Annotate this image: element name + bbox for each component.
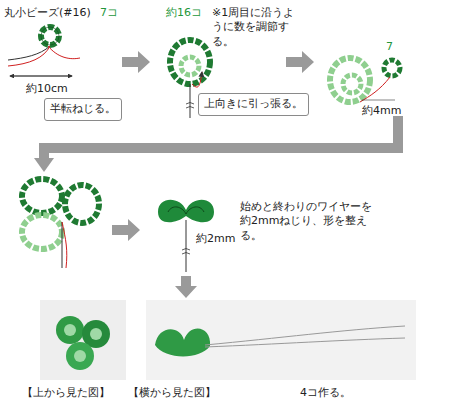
label: 約10cm (26, 82, 68, 96)
note-box: 上向きに引っ張る。 (198, 93, 309, 116)
label: 【上から見た図】 (22, 386, 110, 400)
step4-figure (22, 179, 99, 268)
label: 約4mm (362, 104, 401, 118)
label: 丸小ビーズ(#16) (4, 6, 91, 20)
label: 約16コ (166, 6, 202, 20)
box-text: 上向きに引っ張る。 (204, 97, 303, 111)
label: ※1周目に沿うように数を調節する。 (212, 6, 296, 49)
label: 7 (386, 40, 393, 54)
step3-figure (330, 58, 400, 102)
label: 4コ作る。 (300, 386, 351, 400)
label: 始めと終わりのワイヤーを約2mmねじり、形を整える。 (240, 200, 380, 243)
note-box: 半転ねじる。 (44, 98, 122, 121)
label: 約2mm (196, 232, 235, 246)
box-text: 半転ねじる。 (50, 102, 116, 116)
step1-figure (8, 27, 80, 76)
label: 7コ (100, 6, 118, 20)
photo (40, 300, 416, 380)
label: 【横から見た図】 (128, 386, 216, 400)
